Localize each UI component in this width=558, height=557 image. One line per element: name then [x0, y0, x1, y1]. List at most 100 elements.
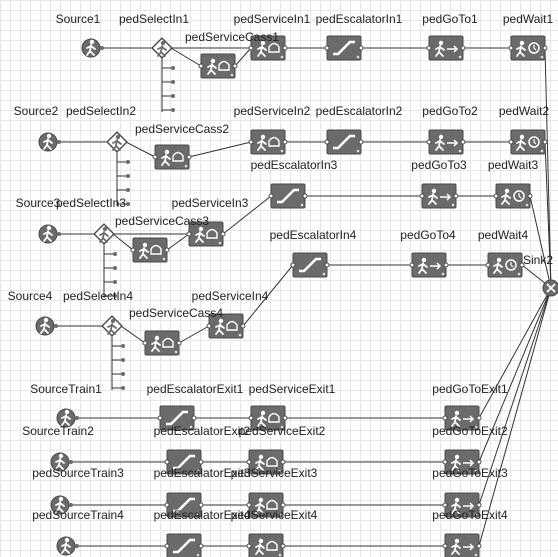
walker-body	[61, 414, 71, 426]
ped-go-to-exit3-block[interactable]	[442, 492, 482, 518]
ped-wait4-block[interactable]	[485, 252, 525, 278]
connector-ped-service-in3-to-ped-escalator-in3	[222, 195, 272, 235]
status-dot	[196, 553, 200, 557]
ped-escalator-in1-block[interactable]	[324, 35, 364, 61]
connector-layer	[54, 47, 552, 547]
in-port	[508, 139, 514, 145]
in-port	[442, 543, 448, 549]
in-port	[442, 459, 448, 465]
ped-select-in3-block[interactable]	[93, 223, 115, 245]
ped-escalator-in4-block[interactable]	[290, 252, 330, 278]
branch-port	[113, 280, 117, 284]
ped-wait2-block[interactable]	[508, 129, 548, 155]
ped-go-to4-block[interactable]	[409, 252, 449, 278]
ped-service-in2-block[interactable]	[248, 129, 288, 155]
ped-service-in4-block[interactable]	[206, 313, 246, 339]
ped-escalator-exit2-block[interactable]	[164, 449, 204, 475]
walker-head	[64, 537, 70, 543]
source4-label: Source4	[7, 289, 53, 303]
walker-head	[454, 497, 460, 503]
source1-block[interactable]	[81, 38, 104, 58]
service-desk-icon	[150, 244, 162, 255]
source4-block[interactable]	[35, 316, 58, 336]
arrow-right-icon	[440, 193, 452, 201]
ped-service-cass1-block[interactable]	[198, 53, 238, 79]
walker-body	[257, 45, 267, 57]
ped-source-train4-block[interactable]	[56, 536, 79, 556]
escalator-icon	[166, 410, 188, 426]
ped-escalator-exit1-block[interactable]	[157, 405, 197, 431]
branch-port	[121, 358, 125, 362]
ped-select-in1-block[interactable]	[151, 37, 173, 59]
status-dot	[474, 553, 478, 557]
clock-hands	[518, 193, 522, 199]
out-port	[232, 63, 238, 69]
ped-service-exit3-block[interactable]	[246, 492, 286, 518]
walker-body	[435, 139, 445, 151]
ped-service-in1-block[interactable]	[248, 35, 288, 61]
ped-wait4-label: pedWait4	[477, 228, 529, 242]
ped-select-in2-block[interactable]	[106, 131, 128, 153]
walker-head	[102, 226, 108, 232]
ped-service-exit2-block[interactable]	[246, 449, 286, 475]
in-port	[268, 193, 274, 199]
ped-go-to3-block[interactable]	[419, 183, 459, 209]
source3-block[interactable]	[38, 224, 61, 244]
clock-hands	[533, 45, 537, 51]
ped-service-exit1-block[interactable]	[248, 405, 288, 431]
status-dot	[162, 257, 166, 261]
walker-head	[258, 497, 264, 503]
status-dot	[278, 512, 282, 516]
source-train1-block[interactable]	[56, 408, 79, 428]
service-desk-icon	[162, 337, 174, 348]
source3-label: Source3	[15, 196, 61, 210]
ped-service-in3-block[interactable]	[186, 221, 226, 247]
ped-escalator-in2-block[interactable]	[324, 129, 364, 155]
ped-service-exit1-label: pedServiceExit1	[248, 382, 336, 396]
ped-go-to-exit2-block[interactable]	[442, 449, 482, 475]
ped-source-train3-block[interactable]	[50, 495, 73, 515]
walker-head	[260, 40, 266, 46]
connector-ped-go-to-exit3-to-sink2	[478, 287, 552, 506]
source2-block[interactable]	[38, 132, 61, 152]
ped-go-to2-block[interactable]	[426, 129, 466, 155]
in-port	[419, 193, 425, 199]
branch-port	[121, 344, 125, 348]
walker-body	[40, 322, 50, 334]
arrow-right-icon	[463, 459, 475, 467]
in-port	[246, 543, 252, 549]
ped-service-cass2-block[interactable]	[152, 144, 192, 170]
source1-label: Source1	[55, 12, 101, 26]
ped-service-exit4-block[interactable]	[246, 533, 286, 557]
walker-body	[255, 459, 265, 471]
ped-service-exit4-label: pedServiceExit4	[230, 508, 318, 522]
walker-head	[454, 454, 460, 460]
ped-service-cass3-block[interactable]	[130, 237, 170, 263]
walker-body	[451, 543, 461, 555]
ped-wait1-block[interactable]	[508, 35, 548, 61]
ped-service-cass4-block[interactable]	[142, 330, 182, 356]
ped-select-in4-block[interactable]	[101, 315, 123, 337]
sink2-block[interactable]	[542, 279, 558, 297]
ped-escalator-exit4-block[interactable]	[164, 533, 204, 557]
walker-body	[451, 415, 461, 427]
service-box	[248, 533, 284, 557]
walker-head	[438, 134, 444, 140]
sink-x-mark	[546, 283, 556, 293]
clock-icon	[528, 136, 540, 148]
ped-wait3-block[interactable]	[493, 183, 533, 209]
ped-go-to-exit4-block[interactable]	[442, 533, 482, 557]
ped-go-to1-block[interactable]	[426, 35, 466, 61]
source-train2-block[interactable]	[50, 452, 73, 472]
walker-body	[428, 193, 438, 205]
walker-body	[516, 139, 526, 151]
in-port	[442, 502, 448, 508]
out-port	[198, 502, 204, 508]
ped-go-to-exit1-block[interactable]	[442, 405, 482, 431]
ped-escalator-in3-block[interactable]	[268, 183, 308, 209]
out-port	[240, 323, 246, 329]
in-port	[324, 45, 330, 51]
ped-escalator-exit3-block[interactable]	[164, 492, 204, 518]
status-dot	[280, 55, 284, 59]
walker-head	[115, 134, 121, 140]
